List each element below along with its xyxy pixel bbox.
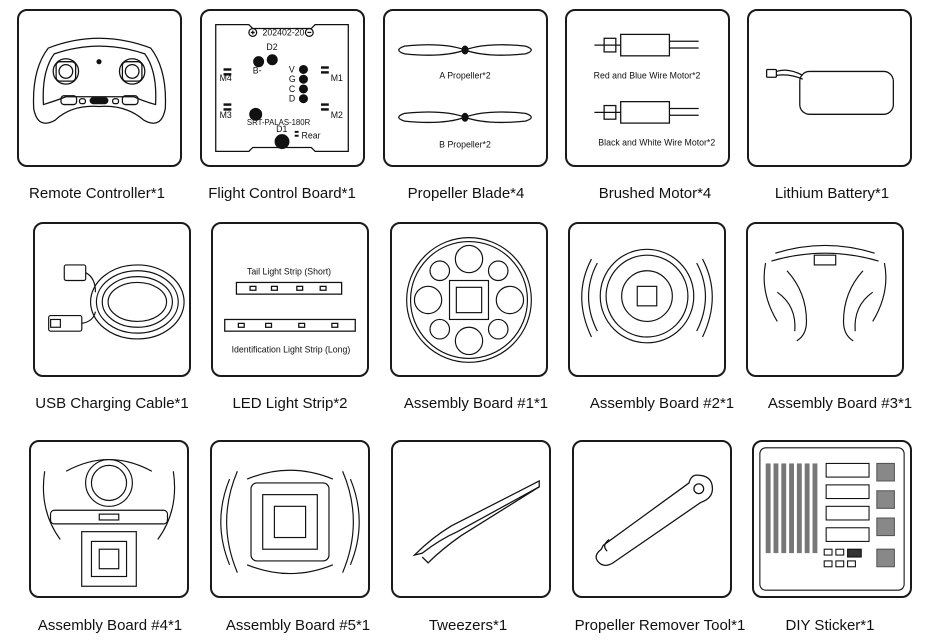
fcb-rear: Rear: [302, 131, 321, 141]
caption-assembly-board-2: Assembly Board #2*1: [589, 395, 735, 412]
remote-controller-icon: [32, 37, 167, 124]
diy-sticker-icon: [759, 447, 905, 591]
fcb-m2: M2: [331, 110, 343, 120]
assembly-board-5-icon: [220, 469, 360, 575]
caption-assembly-board-3: Assembly Board #3*1: [767, 395, 913, 412]
usb-cable-icon: [48, 264, 185, 340]
fcb-m4: M4: [220, 73, 232, 83]
fcb-bminus: B-: [253, 65, 262, 75]
assembly-board-2-card: [568, 222, 726, 377]
propeller-remover-tool-icon: [595, 474, 714, 566]
led-strip-icon: Tail Light Strip (Short) Identification …: [224, 267, 356, 355]
brushed-motor-card: Red and Blue Wire Motor*2 Black and Whit…: [565, 9, 730, 167]
flight-control-board-card: 202402-20 D2 B- M4 M1 M3 M2 V G C D SRT-…: [200, 9, 365, 167]
label-identification-strip: Identification Light Strip (Long): [232, 345, 351, 355]
caption-diy-sticker: DIY Sticker*1: [785, 617, 875, 634]
caption-flight-control-board: Flight Control Board*1: [208, 185, 356, 202]
fcb-c: C: [289, 84, 295, 94]
assembly-board-5-card: [210, 440, 370, 598]
diy-sticker-card: [752, 440, 912, 598]
assembly-board-3-card: [746, 222, 904, 377]
caption-brushed-motor: Brushed Motor*4: [598, 185, 712, 202]
brushed-motor-icon: Red and Blue Wire Motor*2 Black and Whit…: [594, 33, 715, 148]
assembly-board-1-icon: [406, 237, 532, 363]
fcb-g: G: [289, 74, 296, 84]
caption-assembly-board-4: Assembly Board #4*1: [37, 617, 183, 634]
assembly-board-3-icon: [763, 244, 887, 342]
caption-assembly-board-5: Assembly Board #5*1: [225, 617, 371, 634]
fcb-v: V: [289, 64, 295, 74]
assembly-board-4-icon: [42, 458, 176, 587]
caption-led-light-strip: LED Light Strip*2: [232, 395, 348, 412]
tweezers-card: [391, 440, 551, 598]
usb-charging-cable-card: [33, 222, 191, 377]
caption-propeller-blade: Propeller Blade*4: [407, 185, 525, 202]
label-black-white-motor: Black and White Wire Motor*2: [598, 138, 715, 148]
fcb-m1: M1: [331, 73, 343, 83]
caption-usb-charging-cable: USB Charging Cable*1: [35, 395, 189, 412]
lithium-battery-icon: [765, 68, 894, 115]
label-b-propeller: B Propeller*2: [439, 139, 491, 149]
fcb-d: D: [289, 94, 295, 104]
remote-controller-card: [17, 9, 182, 167]
fcb-date: 202402-20: [263, 27, 305, 37]
label-a-propeller: A Propeller*2: [439, 70, 490, 80]
caption-lithium-battery: Lithium Battery*1: [774, 185, 890, 202]
led-light-strip-card: Tail Light Strip (Short) Identification …: [211, 222, 369, 377]
caption-tweezers: Tweezers*1: [428, 617, 508, 634]
propeller-remover-tool-card: [572, 440, 732, 598]
flight-control-board-icon: 202402-20 D2 B- M4 M1 M3 M2 V G C D SRT-…: [215, 24, 349, 152]
label-tail-light-strip: Tail Light Strip (Short): [247, 267, 331, 277]
label-red-blue-motor: Red and Blue Wire Motor*2: [594, 70, 701, 80]
propeller-blade-icon: A Propeller*2 B Propeller*2: [398, 44, 532, 149]
caption-remote-controller: Remote Controller*1: [29, 185, 165, 202]
fcb-d2: D2: [266, 42, 277, 52]
tweezers-icon: [412, 479, 540, 564]
assembly-board-2-icon: [581, 248, 713, 344]
fcb-model: SRT-PALAS-180R: [247, 118, 311, 127]
fcb-m3: M3: [220, 110, 232, 120]
lithium-battery-card: [747, 9, 912, 167]
propeller-blade-card: A Propeller*2 B Propeller*2: [383, 9, 548, 167]
caption-propeller-remover-tool: Propeller Remover Tool*1: [574, 617, 746, 634]
caption-assembly-board-1: Assembly Board #1*1: [403, 395, 549, 412]
assembly-board-1-card: [390, 222, 548, 377]
assembly-board-4-card: [29, 440, 189, 598]
fcb-d1: D1: [276, 124, 287, 134]
